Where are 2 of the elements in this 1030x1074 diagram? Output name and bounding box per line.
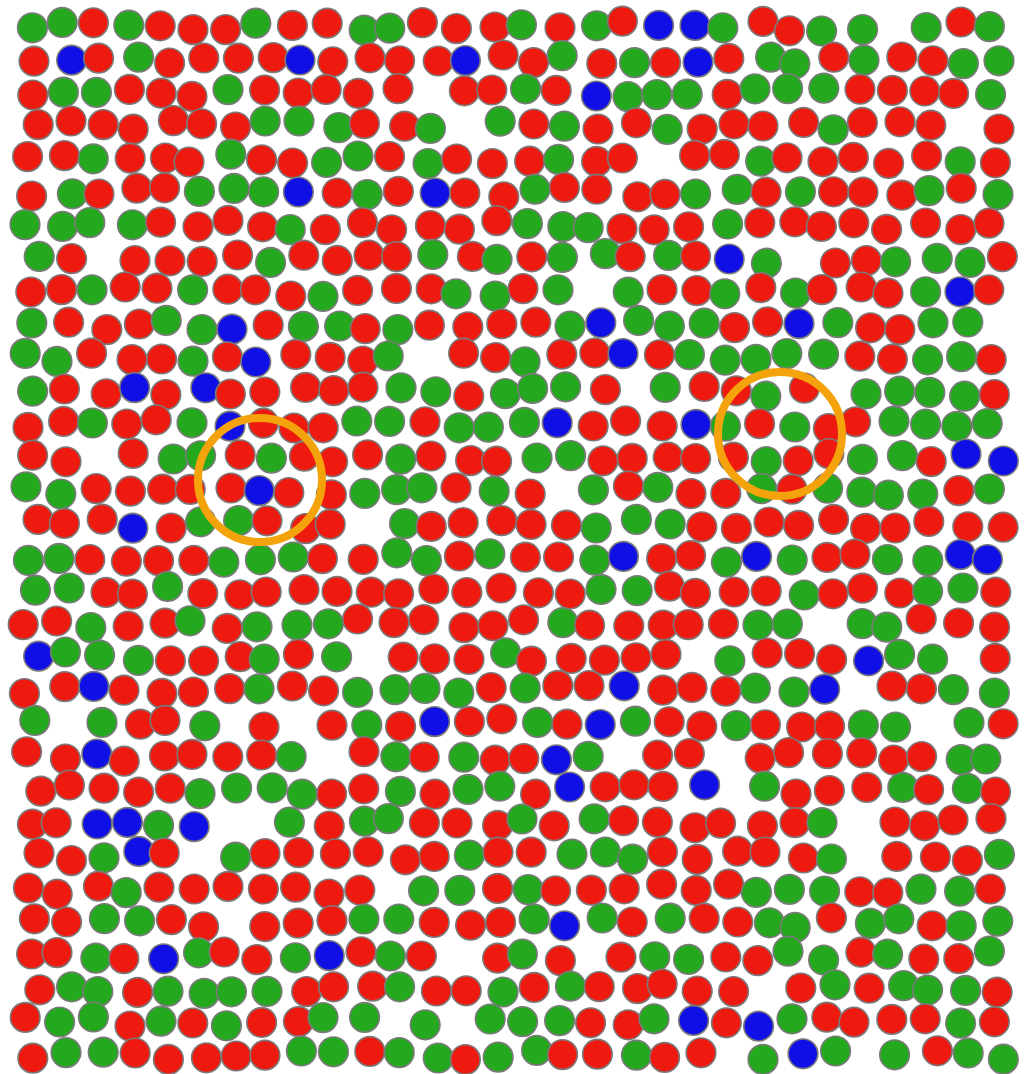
highlight-circle (194, 414, 326, 546)
highlight-circle (714, 368, 846, 500)
